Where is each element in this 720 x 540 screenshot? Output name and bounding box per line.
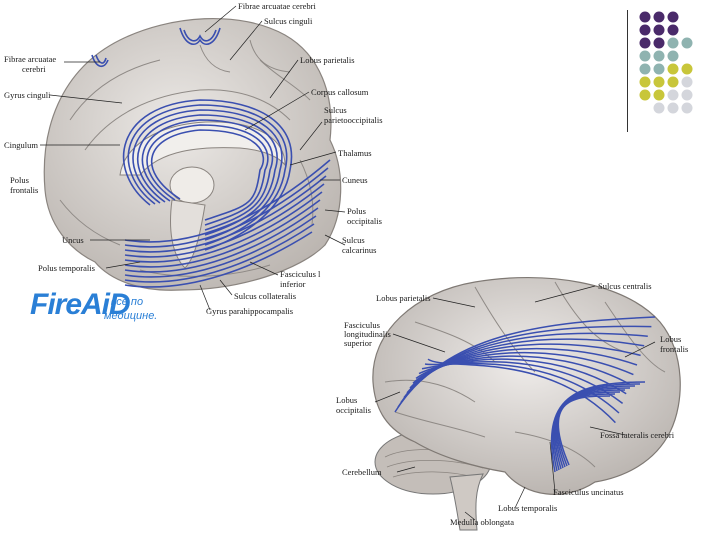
decor-dot	[654, 64, 665, 75]
watermark-logo: FireAiD - все по медицине.	[22, 282, 182, 332]
decor-dot	[640, 12, 651, 23]
decor-dot	[640, 64, 651, 75]
decor-dot	[668, 90, 679, 101]
label-polus-occipitalis-1: Polus	[347, 207, 366, 216]
decor-dot	[682, 64, 693, 75]
label-lobus-frontalis-1: Lobus	[660, 335, 681, 344]
label-uncus: Uncus	[62, 236, 84, 245]
decor-dot	[654, 38, 665, 49]
decor-dot	[668, 103, 679, 114]
label-fibrae-arcuatae-left-2: cerebri	[22, 65, 46, 74]
label-medulla-oblongata: Medulla oblongata	[450, 518, 514, 527]
label-polus-occipitalis-2: occipitalis	[347, 217, 382, 226]
label-polus-frontalis-1: Polus	[10, 176, 29, 185]
label-lobus-occipitalis-2: occipitalis	[336, 406, 371, 415]
label-sulcus-centralis: Sulcus centralis	[598, 282, 652, 291]
label-cuneus: Cuneus	[342, 176, 368, 185]
decor-dot	[640, 38, 651, 49]
label-lobus-parietalis-lateral: Lobus parietalis	[376, 294, 431, 303]
decorative-dot-grid	[638, 10, 698, 120]
label-fasciculus-ls-3: superior	[344, 339, 372, 348]
label-fossa-lateralis: Fossa lateralis cerebri	[600, 431, 674, 440]
decor-dot	[668, 12, 679, 23]
label-cerebellum: Cerebellum	[342, 468, 382, 477]
divider-line	[627, 10, 628, 132]
watermark-tagline-1: - все по	[104, 296, 143, 308]
decor-dot	[682, 38, 693, 49]
decor-dot	[654, 77, 665, 88]
label-lobus-frontalis-2: frontalis	[660, 345, 688, 354]
label-gyrus-parahippocampalis: Gyrus parahippocampalis	[206, 307, 293, 316]
label-polus-temporalis: Polus temporalis	[38, 264, 95, 273]
label-gyrus-cinguli: Gyrus cinguli	[4, 91, 51, 100]
decor-dot	[668, 64, 679, 75]
label-fibrae-arcuatae-cerebri: Fibrae arcuatae cerebri	[238, 2, 316, 11]
decor-dot	[640, 77, 651, 88]
label-corpus-callosum: Corpus callosum	[311, 88, 368, 97]
decor-dot	[654, 51, 665, 62]
label-sulcus-calcarinus-1: Sulcus	[342, 236, 365, 245]
label-fibrae-arcuatae-left-1: Fibrae arcuatae	[4, 55, 56, 64]
label-fasciculus-uncinatus: Fasciculus uncinatus	[553, 488, 624, 497]
decor-dot	[654, 25, 665, 36]
decor-dot	[682, 77, 693, 88]
decor-dot	[668, 77, 679, 88]
decor-dot	[640, 51, 651, 62]
decor-dot	[668, 51, 679, 62]
label-cingulum: Cingulum	[4, 141, 38, 150]
decor-dot	[654, 90, 665, 101]
decor-dot	[682, 90, 693, 101]
decor-dot	[668, 25, 679, 36]
label-sulcus-po-2: parietooccipitalis	[324, 116, 383, 125]
label-sulcus-cinguli: Sulcus cinguli	[264, 17, 312, 26]
label-fasciculus-li-2: inferior	[280, 280, 306, 289]
decor-dot	[654, 103, 665, 114]
decor-dot	[640, 90, 651, 101]
decor-dot	[654, 12, 665, 23]
label-sulcus-calcarinus-2: calcarinus	[342, 246, 376, 255]
decor-dot	[640, 25, 651, 36]
label-lobus-occipitalis-1: Lobus	[336, 396, 357, 405]
decor-dot	[682, 103, 693, 114]
label-lobus-parietalis: Lobus parietalis	[300, 56, 355, 65]
label-polus-frontalis-2: frontalis	[10, 186, 38, 195]
lateral-brain-illustration	[325, 262, 720, 540]
label-fasciculus-li-1: Fasciculus l	[280, 270, 320, 279]
decor-dot	[668, 38, 679, 49]
label-thalamus: Thalamus	[338, 149, 372, 158]
label-sulcus-po-1: Sulcus	[324, 106, 347, 115]
label-lobus-temporalis: Lobus temporalis	[498, 504, 557, 513]
label-sulcus-collateralis: Sulcus collateralis	[234, 292, 296, 301]
watermark-tagline-2: медицине.	[104, 310, 157, 322]
